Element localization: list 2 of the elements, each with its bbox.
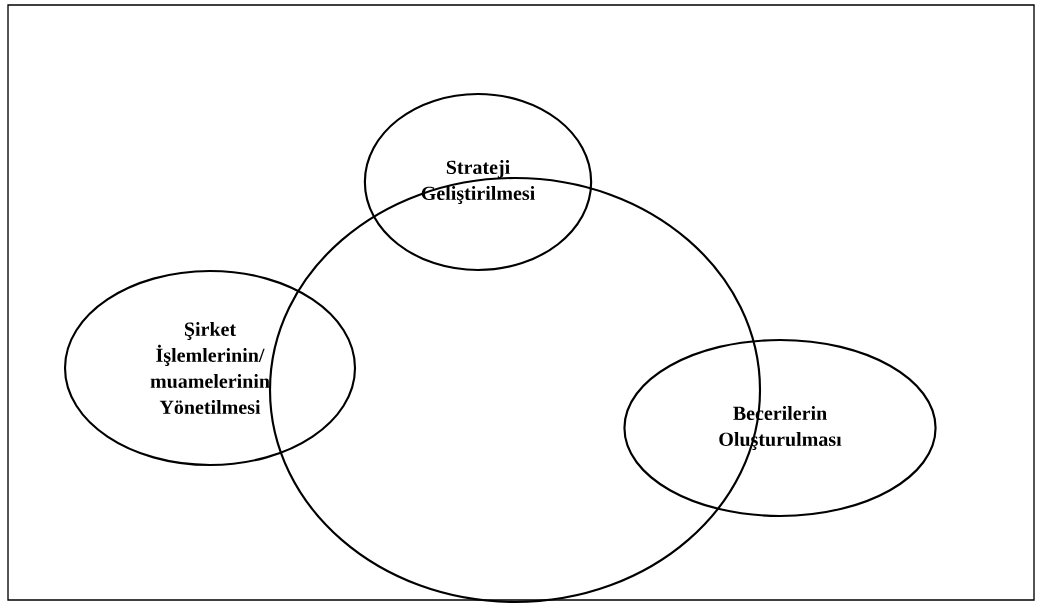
ellipse-label: Strateji Geliştirilmesi [363, 92, 593, 272]
ellipse-label: Şirket İşlemlerinin/ muamelerinin Yönetilmesi [63, 269, 357, 467]
